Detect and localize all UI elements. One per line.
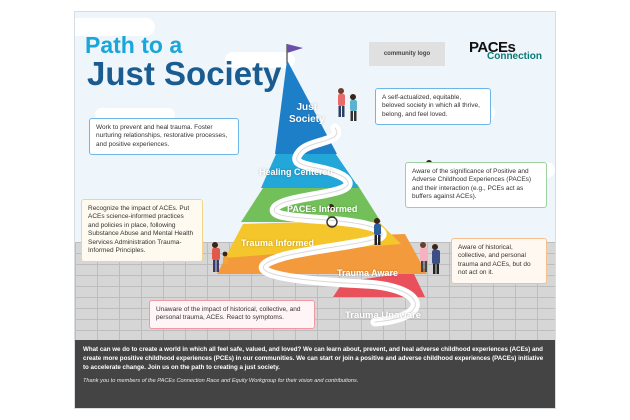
community-logo-placeholder: community logo [369,42,445,66]
person-figure [374,218,381,245]
paces-connection-logo: PACEs Connection [467,39,547,69]
footer-thanks: Thank you to members of the PACEs Connec… [83,377,359,384]
description-just-society: A self-actualized, equitable, beloved so… [375,88,491,126]
layer-trauma-informed [225,220,401,258]
description-healing-centered: Work to prevent and heal trauma. Foster … [89,118,239,156]
description-paces-informed: Aware of the significance of Positive an… [405,162,547,208]
level-label-healing-centered: Healing Centered [259,167,334,177]
just-society-word-2: Society [289,113,325,125]
cloud [75,18,155,36]
description-trauma-unaware: Unaware of the impact of historical, col… [149,300,315,329]
level-label-just-society: Just Society [289,102,325,125]
brand-line-2: Connection [487,51,542,62]
description-trauma-aware: Aware of historical, collective, and per… [451,238,547,284]
level-label-trauma-unaware: Trauma Unaware [345,310,422,321]
person-figure [338,88,345,117]
spiral-path-edge [262,127,416,323]
person-figure [350,94,357,121]
footer-banner: What can we do to create a world in whic… [75,340,555,408]
layer-just-society [275,60,337,154]
family-figure [212,242,228,272]
infographic-poster: Path to a Just Society community logo PA… [75,12,555,408]
person-figure [420,242,428,272]
description-trauma-informed: Recognize the impact of ACEs. Put ACEs s… [81,199,203,262]
person-figure [432,244,440,274]
footer-text: What can we do to create a world in whic… [83,346,544,371]
wheelchair-user-figure [326,204,338,228]
level-label-trauma-aware: Trauma Aware [337,268,399,278]
level-label-paces-informed: PACEs Informed [287,204,358,214]
cloud [225,52,295,68]
brand-line-1: PACEs [469,39,516,56]
summit-flag-icon [287,44,303,53]
title-line-2: Just Society [87,55,282,92]
level-label-trauma-informed: Trauma Informed [241,238,315,248]
title-line-1: Path to a [85,32,183,58]
mountain-illustration [212,44,440,327]
just-society-word-1: Just [296,102,318,113]
